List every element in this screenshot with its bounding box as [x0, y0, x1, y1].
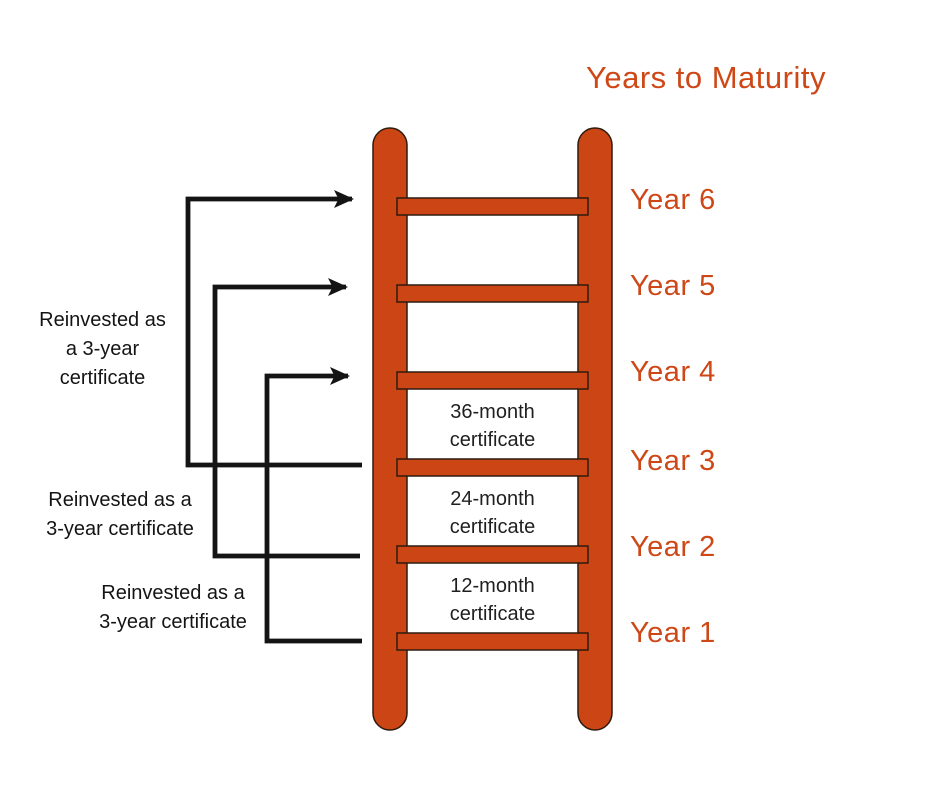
- certificate-label-36-month: 36-month certificate: [449, 401, 536, 451]
- year-label-3: Year 3: [630, 445, 716, 477]
- reinvest-annotation-2: Reinvested as a 3-year certificate: [46, 489, 194, 540]
- ladder-rung-year2: [396, 545, 589, 564]
- year-label-2: Year 2: [630, 531, 716, 563]
- ladder-left-rail: [372, 127, 408, 731]
- reinvest-arrow-year2-to-year5: [212, 278, 360, 559]
- ladder-rung-year4: [396, 371, 589, 390]
- diagram-title: Years to Maturity: [586, 60, 826, 95]
- year-label-5: Year 5: [630, 270, 716, 302]
- ladder-rung-year1: [396, 632, 589, 651]
- ladder-rung-year5: [396, 284, 589, 303]
- ladder-rung-year6: [396, 197, 589, 216]
- reinvest-annotation-3: Reinvested as a 3-year certificate: [99, 582, 247, 633]
- reinvest-annotation-1: Reinvested as a 3-year certificate: [39, 309, 166, 389]
- ladder-right-rail: [577, 127, 613, 731]
- reinvest-arrow-year1-to-year4: [264, 367, 362, 644]
- certificate-label-24-month: 24-month certificate: [449, 488, 536, 538]
- year-label-1: Year 1: [630, 617, 716, 649]
- ladder-rung-year3: [396, 458, 589, 477]
- certificate-label-12-month: 12-month certificate: [449, 575, 536, 625]
- reinvest-arrow-year3-to-year6: [185, 190, 362, 468]
- year-label-6: Year 6: [630, 184, 716, 216]
- year-label-4: Year 4: [630, 356, 716, 388]
